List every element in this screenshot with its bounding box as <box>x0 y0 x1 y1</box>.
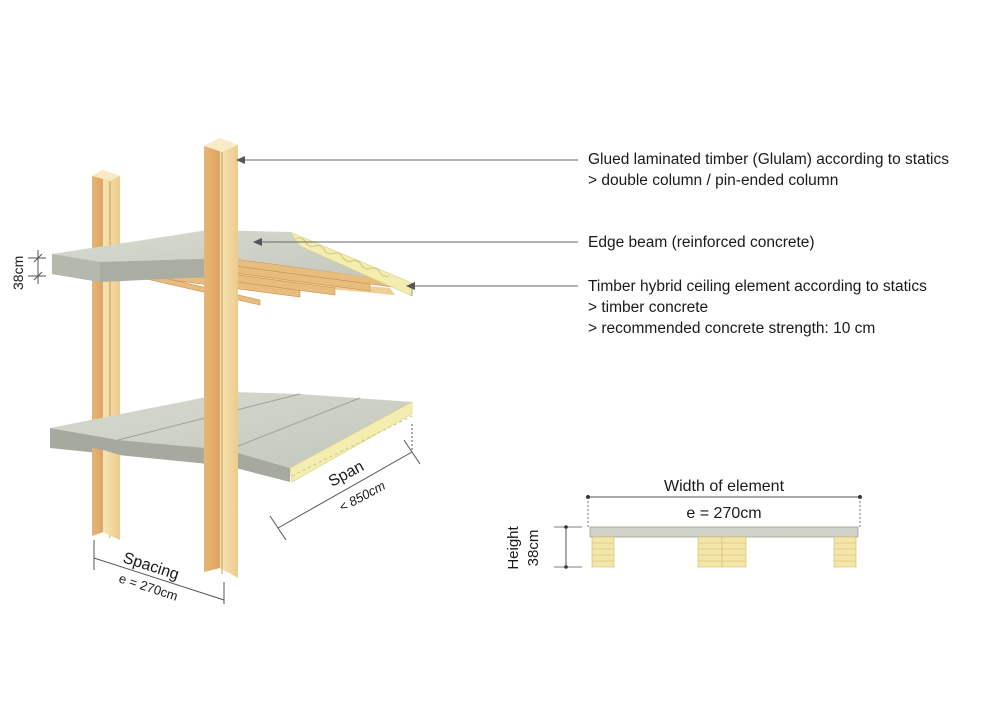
section-height-label: Height <box>505 525 522 569</box>
span-label: Span <box>326 458 367 491</box>
ceiling-annotation-line1: Timber hybrid ceiling element according … <box>588 278 927 295</box>
right-column-pair <box>204 138 238 578</box>
glulam-annotation: Glued laminated timber (Glulam) accordin… <box>588 149 949 191</box>
span-dimension <box>269 424 421 541</box>
ceiling-annotation-line2: > timber concrete <box>588 299 709 316</box>
ceiling-annotation-line3: > recommended concrete strength: 10 cm <box>588 320 876 337</box>
ceiling-annotation: Timber hybrid ceiling element according … <box>588 276 927 339</box>
spacing-dimension <box>93 540 225 604</box>
glulam-annotation-line1: Glued laminated timber (Glulam) accordin… <box>588 151 949 168</box>
left-column-front-segment <box>92 448 120 540</box>
section-width-value: e = 270cm <box>686 505 761 522</box>
leader-lines <box>238 159 578 287</box>
edge-beam-annotation-line1: Edge beam (reinforced concrete) <box>588 234 815 251</box>
beam-height-dimension <box>28 250 46 284</box>
section-height-value: 38cm <box>525 530 542 567</box>
section-width-label: Width of element <box>664 478 785 495</box>
edge-beam-annotation: Edge beam (reinforced concrete) <box>588 232 815 253</box>
leader-arrows <box>236 156 415 290</box>
cross-section-detail <box>554 495 862 569</box>
beam-height-label: 38cm <box>10 256 26 290</box>
glulam-annotation-line2: > double column / pin-ended column <box>588 172 839 189</box>
